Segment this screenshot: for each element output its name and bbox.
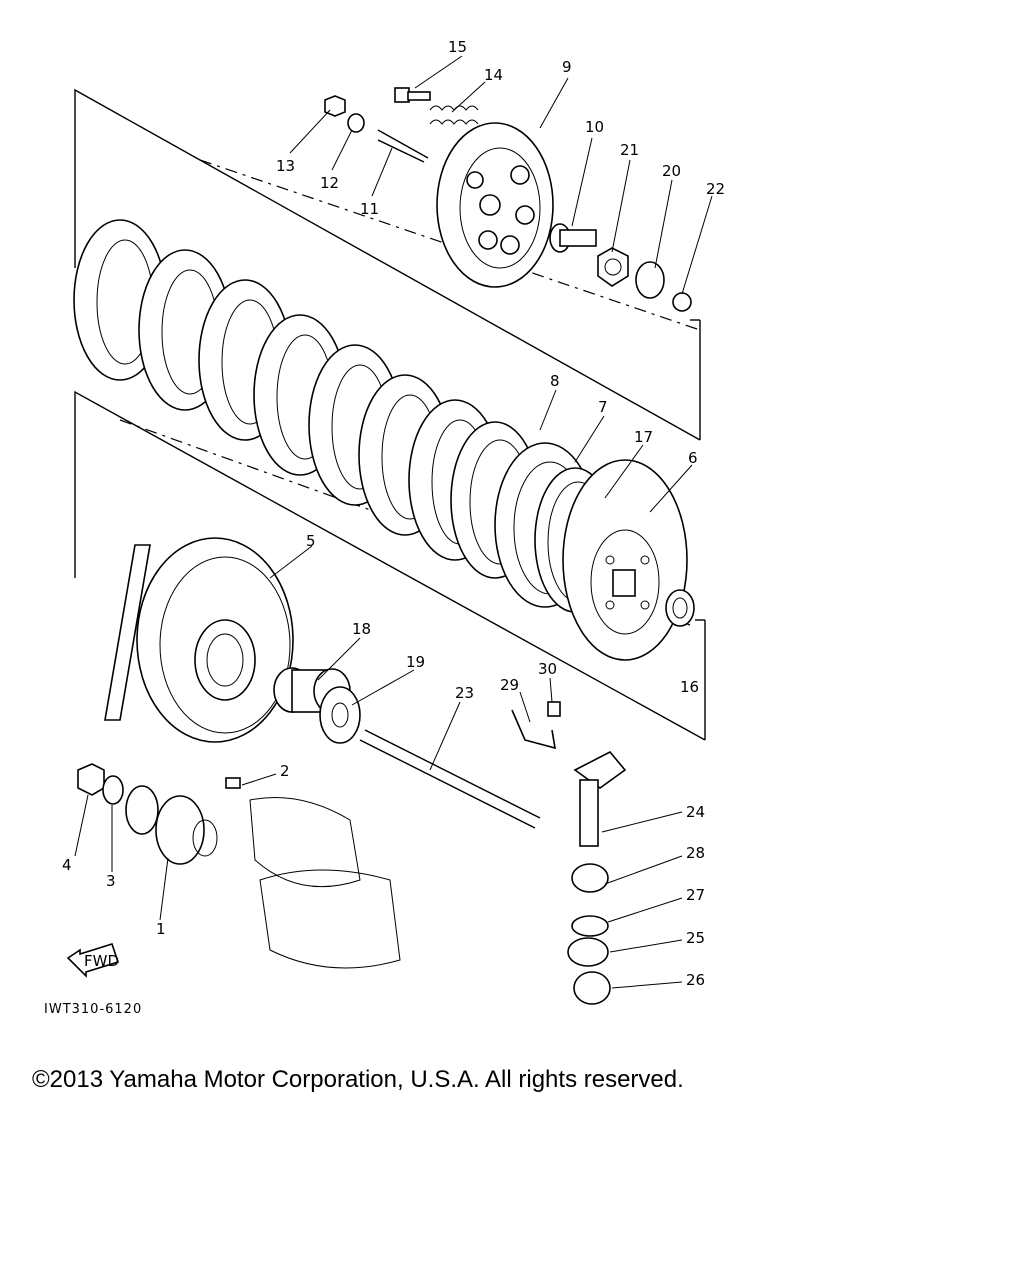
callout-17: 17 [634,428,653,446]
callout-26: 26 [686,971,705,989]
callout-15: 15 [448,38,467,56]
assembly-bracket-lines [74,88,706,741]
svg-text:FWD: FWD [84,952,119,970]
callout-23: 23 [455,684,474,702]
callout-5: 5 [306,532,316,550]
callout-21: 21 [620,141,639,159]
callout-1: 1 [156,920,166,938]
callout-22: 22 [706,180,725,198]
callout-8: 8 [550,372,560,390]
callout-4: 4 [62,856,72,874]
callout-24: 24 [686,803,705,821]
callout-7: 7 [598,398,608,416]
copyright-notice: ©2013 Yamaha Motor Corporation, U.S.A. A… [32,1066,684,1093]
clutch-lever-parts [511,701,627,1005]
part-callouts: 15 14 9 10 21 20 22 13 12 11 8 7 17 6 5 … [62,38,725,989]
spacer-shaft-parts [273,667,541,829]
pressure-plate-part [436,122,554,288]
callout-2: 2 [280,762,290,780]
callout-11: 11 [360,200,379,218]
callout-25: 25 [686,929,705,947]
callout-20: 20 [662,162,681,180]
diagram-reference-code: IWT310-6120 [44,1002,142,1017]
callout-9: 9 [562,58,572,76]
callout-16: 16 [680,678,699,696]
callout-12: 12 [320,174,339,192]
callout-30: 30 [538,660,557,678]
callout-6: 6 [688,449,698,467]
callout-19: 19 [406,653,425,671]
callout-10: 10 [585,118,604,136]
callout-28: 28 [686,844,705,862]
spring-bolt-parts [324,87,479,163]
callout-14: 14 [484,66,503,84]
callout-13: 13 [276,157,295,175]
callout-18: 18 [352,620,371,638]
leader-lines [74,55,713,989]
push-rod-parts [549,223,692,312]
callout-29: 29 [500,676,519,694]
callout-27: 27 [686,886,705,904]
callout-3: 3 [106,872,116,890]
clutch-housing-part [104,537,294,743]
primary-gear-parts [77,763,401,969]
clutch-boss-group [494,442,695,661]
fwd-arrow-icon: FWD [66,943,120,978]
